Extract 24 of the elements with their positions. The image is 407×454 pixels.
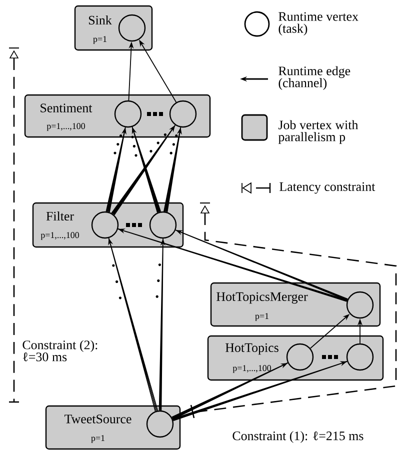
arrow xyxy=(171,362,288,420)
arrow xyxy=(118,228,348,302)
arrow xyxy=(132,126,162,214)
constraint-label: Constraint (2): ℓ=30 ms xyxy=(22,340,98,362)
arrow xyxy=(172,360,348,422)
task-circle xyxy=(118,14,146,42)
task-circle xyxy=(114,100,142,128)
task-circle xyxy=(91,211,119,239)
legend-text: Runtime vertex (task) xyxy=(278,12,358,36)
task-circle xyxy=(346,343,374,371)
legend-text: Runtime edge (channel) xyxy=(278,66,350,90)
task-circle xyxy=(346,291,374,319)
arrow xyxy=(111,124,176,216)
task-circle xyxy=(286,343,314,371)
task-circle xyxy=(149,211,177,239)
arrow xyxy=(108,238,158,412)
legend-text: Job vertex with parallelism p xyxy=(278,120,358,144)
constraint-label: Constraint (1): ℓ=215 ms xyxy=(232,431,364,443)
arrow xyxy=(164,126,182,213)
task-circle xyxy=(146,410,174,438)
arrow xyxy=(175,230,348,301)
legend-text: Latency constraint xyxy=(280,182,376,194)
task-circle xyxy=(169,100,197,128)
arrow xyxy=(106,126,126,213)
